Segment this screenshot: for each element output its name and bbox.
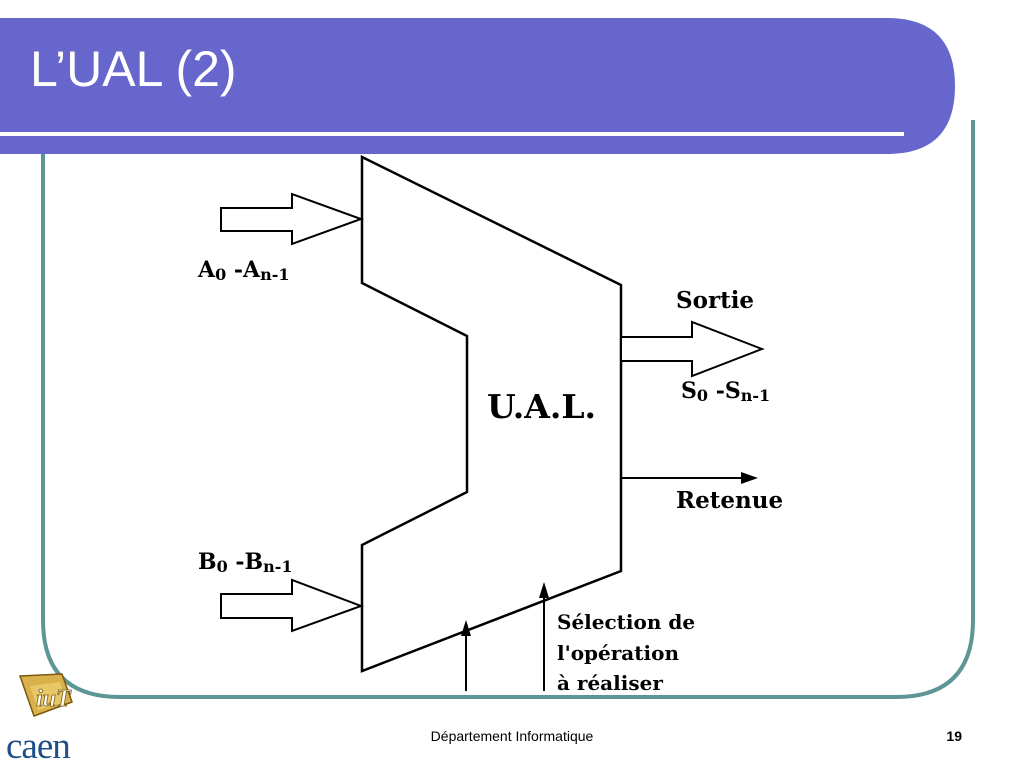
page-number: 19 — [946, 728, 962, 744]
input-a-label: A0 -An-1 — [197, 257, 289, 284]
input-b-main: B — [198, 549, 217, 575]
selection-label-line-2: l'opération — [557, 641, 679, 665]
output-bits-label: S0 -Sn-1 — [681, 378, 770, 405]
output-bits-main: S — [681, 378, 697, 404]
input-a-sub1: 0 — [215, 265, 226, 284]
input-b-label: B0 -Bn-1 — [198, 549, 293, 576]
output-label: Sortie — [676, 287, 754, 314]
selection-arrowhead-2 — [539, 582, 549, 598]
input-b-sep: -B — [228, 549, 263, 575]
input-b-sub1: 0 — [217, 557, 228, 576]
output-bits-sub2: n-1 — [741, 386, 770, 405]
selection-arrowhead-1 — [461, 620, 471, 636]
selection-label-line-1: Sélection de — [557, 610, 695, 634]
slide-title: L’UAL (2) — [30, 41, 237, 97]
footer-department: Département Informatique — [430, 728, 594, 744]
carry-arrowhead — [741, 472, 758, 484]
carry-label: Retenue — [676, 487, 783, 514]
header-band — [0, 18, 955, 154]
output-bits-sep: -S — [708, 378, 741, 404]
output-arrow — [620, 320, 765, 378]
input-a-arrow — [220, 192, 364, 246]
input-a-main: A — [197, 257, 216, 283]
iut-logo-icon: iuT — [18, 673, 73, 717]
logo-text: caen — [6, 726, 71, 767]
input-b-sub2: n-1 — [263, 557, 292, 576]
selection-label-line-3: à réaliser — [557, 671, 663, 695]
output-bits-sub1: 0 — [697, 386, 708, 405]
content-border — [41, 120, 975, 699]
input-a-sep: -A — [226, 257, 261, 283]
logo-badge-text: iuT — [36, 686, 72, 712]
input-a-sub2: n-1 — [260, 265, 289, 284]
input-b-arrow — [220, 578, 364, 633]
alu-block — [360, 154, 623, 673]
alu-label: U.A.L. — [487, 387, 596, 426]
